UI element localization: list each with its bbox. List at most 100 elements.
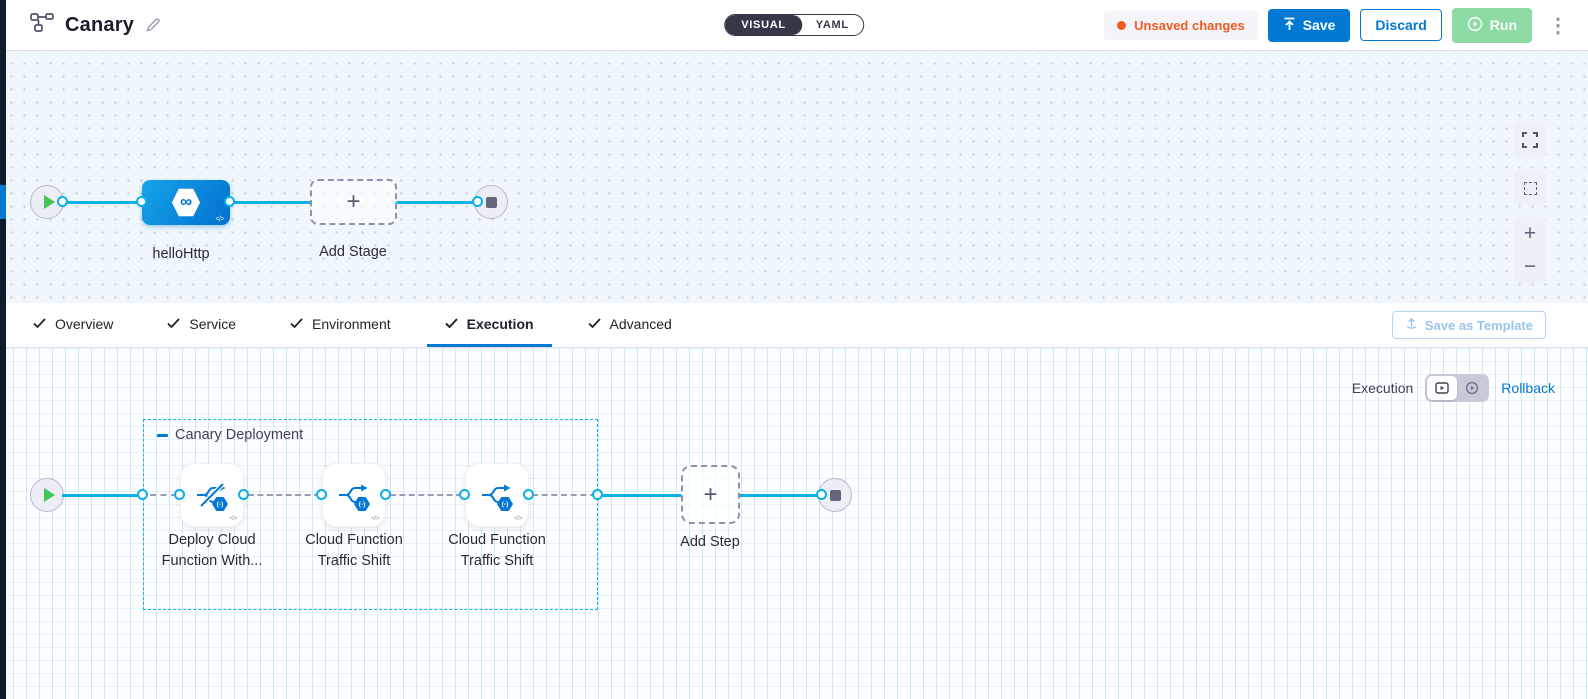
- check-icon: [587, 318, 601, 329]
- marquee-icon: [1523, 181, 1537, 195]
- edit-title-button[interactable]: [145, 17, 161, 33]
- add-step-button[interactable]: +: [681, 465, 740, 524]
- stage-tabs: Overview Service Environment Execution A…: [0, 303, 1588, 348]
- port[interactable]: [592, 489, 603, 500]
- add-stage-button[interactable]: +: [310, 179, 397, 225]
- edge-start-to-stage: [62, 201, 144, 204]
- port[interactable]: [316, 489, 327, 500]
- execution-graph-canvas[interactable]: Execution Rollback: [0, 348, 1588, 699]
- port[interactable]: [523, 489, 534, 500]
- upload-icon: [1405, 317, 1418, 333]
- plus-icon: +: [346, 188, 361, 215]
- zoom-out-button[interactable]: −: [1523, 255, 1537, 278]
- step-node-traffic-shift-1[interactable]: (-) </>: [322, 463, 386, 527]
- header: Canary VISUAL YAML Unsaved changes: [0, 0, 1588, 51]
- toggle-yaml[interactable]: YAML: [802, 15, 863, 35]
- edge-addstage-to-end: [395, 201, 479, 204]
- port[interactable]: [238, 489, 249, 500]
- toggle-visual[interactable]: VISUAL: [725, 15, 802, 35]
- nav-highlight: [0, 185, 6, 219]
- visual-yaml-toggle: VISUAL YAML: [724, 14, 864, 36]
- tab-environment[interactable]: Environment: [272, 303, 409, 347]
- unsaved-dot-icon: [1117, 20, 1127, 30]
- save-label: Save: [1302, 17, 1336, 33]
- zoom-in-button[interactable]: +: [1523, 222, 1537, 245]
- step-group-canary-deployment[interactable]: [143, 419, 598, 610]
- step-label: Deploy Cloud Function With...: [161, 532, 263, 569]
- check-icon: [33, 318, 46, 329]
- run-play-icon: [1467, 16, 1483, 35]
- execution-rollback-toggle: [1425, 374, 1490, 402]
- step-label: Cloud Function Traffic Shift: [305, 532, 403, 569]
- step-node-deploy-cloud-function[interactable]: (-) </>: [180, 463, 244, 527]
- tab-overview[interactable]: Overview: [15, 303, 131, 347]
- tab-label: Environment: [312, 315, 391, 332]
- stage-graph-canvas[interactable]: ∞ </> helloHttp + Add Stage + −: [0, 51, 1588, 303]
- page-title: Canary: [65, 13, 135, 36]
- cloud-function-badge-icon: (-): [497, 497, 513, 511]
- save-as-template-button[interactable]: Save as Template: [1391, 311, 1546, 339]
- port[interactable]: [380, 489, 391, 500]
- rollback-link[interactable]: Rollback: [1501, 380, 1555, 396]
- check-icon: [444, 318, 458, 329]
- port[interactable]: [174, 489, 185, 500]
- step-group-header[interactable]: Canary Deployment: [157, 427, 303, 443]
- rollback-view-button[interactable]: [1457, 376, 1487, 400]
- play-icon: [43, 488, 55, 502]
- add-stage-label: Add Stage: [319, 244, 387, 260]
- tab-label: Overview: [55, 315, 114, 332]
- header-actions: Unsaved changes Save Discard: [1104, 7, 1588, 43]
- code-icon: </>: [514, 515, 522, 522]
- run-button[interactable]: Run: [1451, 7, 1532, 43]
- fullscreen-button[interactable]: [1513, 123, 1547, 157]
- step-group-name: Canary Deployment: [175, 427, 304, 443]
- execution-steps-icon: [1435, 382, 1449, 394]
- check-icon: [290, 318, 303, 329]
- unsaved-changes-badge: Unsaved changes: [1104, 10, 1258, 40]
- discard-button[interactable]: Discard: [1360, 9, 1442, 41]
- code-icon: </>: [371, 515, 379, 522]
- more-options-kebab-icon[interactable]: ⋮: [1542, 13, 1574, 38]
- step-label: Cloud Function Traffic Shift: [448, 532, 546, 569]
- cloud-function-hexagon-icon: ∞: [171, 188, 201, 217]
- port[interactable]: [459, 489, 470, 500]
- execution-mode-label: Execution: [1351, 380, 1414, 396]
- stage-node-hellohttp[interactable]: ∞ </>: [142, 180, 230, 225]
- edge-step1-to-step2: [248, 494, 320, 496]
- run-label: Run: [1489, 17, 1517, 33]
- collapsed-nav-strip[interactable]: [0, 0, 6, 699]
- execution-view-button[interactable]: [1427, 376, 1458, 400]
- collapse-icon: [157, 433, 168, 437]
- infinity-glyph: ∞: [179, 192, 193, 211]
- edge-group-to-addstep: [600, 494, 683, 497]
- port[interactable]: [136, 196, 147, 207]
- step-node-traffic-shift-2[interactable]: (-) </>: [465, 463, 529, 527]
- stage-label: helloHttp: [152, 246, 210, 262]
- port[interactable]: [137, 489, 148, 500]
- plus-icon: +: [703, 480, 718, 508]
- port[interactable]: [472, 196, 483, 207]
- edge-to-step1: [150, 494, 177, 496]
- port[interactable]: [816, 489, 827, 500]
- tab-execution[interactable]: Execution: [426, 303, 552, 347]
- unsaved-label: Unsaved changes: [1134, 17, 1245, 33]
- title-group: Canary: [30, 12, 161, 38]
- tab-label: Service: [189, 315, 237, 332]
- zoom-controls: + −: [1513, 217, 1547, 283]
- port[interactable]: [57, 196, 68, 207]
- check-icon: [167, 318, 181, 329]
- tab-advanced[interactable]: Advanced: [570, 303, 690, 347]
- marquee-select-button[interactable]: [1513, 171, 1547, 205]
- port[interactable]: [224, 196, 235, 207]
- discard-label: Discard: [1375, 17, 1427, 33]
- rollback-icon: [1466, 381, 1479, 395]
- pipeline-icon: [30, 12, 54, 38]
- play-icon: [43, 195, 55, 209]
- add-step-label: Add Step: [680, 534, 740, 550]
- save-button[interactable]: Save: [1267, 8, 1351, 42]
- start-node[interactable]: [30, 478, 64, 512]
- execution-mode-row: Execution Rollback: [1352, 374, 1555, 402]
- tab-service[interactable]: Service: [149, 303, 254, 347]
- edge-step3-to-groupend: [532, 494, 596, 496]
